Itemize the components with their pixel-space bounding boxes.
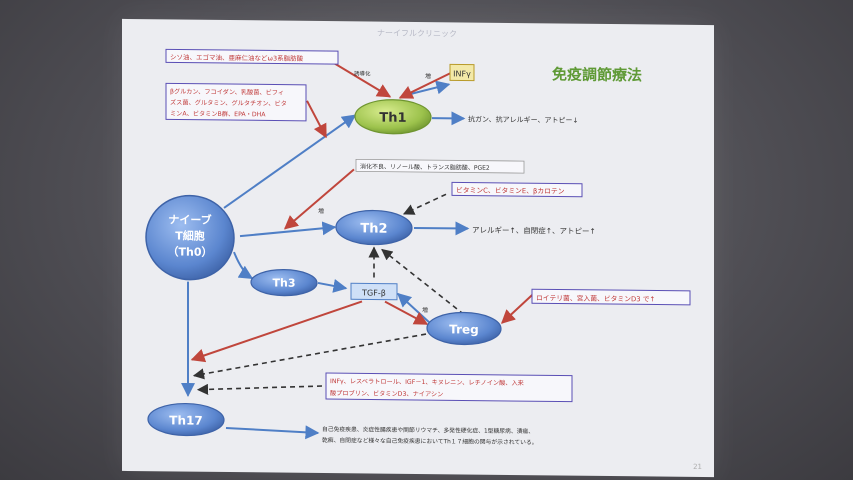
label-increase-2: 増 <box>318 207 324 215</box>
node-th0 <box>145 194 235 281</box>
arrow-th1-infg <box>406 80 451 96</box>
label-th1-effect: 抗ガン、抗アレルギー、アトピー↓ <box>468 115 578 125</box>
node-th1-label: Th1 <box>379 111 406 126</box>
arrow-th0-th2 <box>239 221 337 238</box>
label-increase-1: 増 <box>425 72 431 80</box>
label-increase-3: 増 <box>422 306 428 314</box>
box-glucan-line3: ミンA、ビタミンB群、EPA・DHA <box>170 109 266 118</box>
box-infg-list <box>325 372 573 403</box>
dashed-treg-th2 <box>381 248 465 316</box>
dashed-vitamins-th2 <box>402 193 447 215</box>
node-th2-label: Th2 <box>360 221 387 236</box>
node-infg-label: INFγ <box>453 69 471 78</box>
slide-header: ナーイフルクリニック <box>377 29 457 39</box>
box-glucan-line2: ズス菌、グルタミン、グルタチオン、ビタ <box>170 98 287 107</box>
node-th0-line2: T細胞 <box>175 228 205 242</box>
node-th1 <box>354 99 432 135</box>
node-th3-label: Th3 <box>273 276 296 289</box>
node-treg <box>426 311 502 346</box>
node-th0-line1: ナイーブ <box>168 212 211 226</box>
node-th17 <box>147 402 225 437</box>
arrow-th17-effect <box>225 425 320 440</box>
box-infg-list-line2: 酸プロブリン、ビタミンD3、ナイアシン <box>330 389 443 398</box>
node-infg <box>449 63 475 82</box>
arrow-th3-tgf <box>317 279 348 293</box>
box-reuteri-text: ロイテリ菌、宮入菌、ビタミンD3 で↑ <box>536 293 655 303</box>
arrow-infg-th1 <box>398 71 453 99</box>
node-treg-label: Treg <box>449 322 479 336</box>
label-th2-effect: アレルギー↑、自閉症↑、アトピー↑ <box>472 225 596 236</box>
arrow-th2-effect <box>414 221 470 236</box>
box-glucan-line1: βグルカン、フコイダン、乳酸菌、ビフィ <box>170 87 284 96</box>
dashed-treg-th17 <box>192 333 427 380</box>
slide-page-number: 21 <box>693 463 702 471</box>
label-th17-effect-line1: 自己免疫疾患、炎症性腸疾患や関節リウマチ、多発性硬化症、1型糖尿病、潰瘍、 <box>322 425 534 435</box>
node-th0-line3: （Th0） <box>168 245 213 258</box>
box-vitamins-text: ビタミンC、ビタミンE、βカロテン <box>456 185 565 195</box>
box-trans-fat-text: 消化不良、リノール酸、トランス脂肪酸、PGE2 <box>360 162 490 171</box>
projected-slide: ナーイフルクリニック 免疫調節療法 ナイーブ T細胞 （Th0） Th1 Th2… <box>122 18 714 478</box>
diagram-canvas: ナーイフルクリニック 免疫調節療法 ナイーブ T細胞 （Th0） Th1 Th2… <box>145 29 702 471</box>
node-th17-label: Th17 <box>169 413 202 427</box>
arrow-tgf-th17 <box>190 300 363 363</box>
box-vitamins <box>451 181 583 198</box>
label-small-th1: 誘導化 <box>354 69 371 77</box>
dashed-infg-list-th17 <box>196 383 323 395</box>
arrow-th0-th3 <box>233 251 254 280</box>
box-glucan <box>165 82 307 122</box>
box-reuteri <box>531 288 691 306</box>
box-trans-fat <box>355 158 525 174</box>
label-th17-effect-line2: 乾癬、自閉症など様々な自己免疫疾患においてTh１７細胞の関与が示されている。 <box>322 436 538 446</box>
node-tgf-beta <box>350 282 398 301</box>
box-omega3-oils-text: シソ油、エゴマ油、亜麻仁油などω3系脂肪酸 <box>170 52 304 62</box>
box-infg-list-line1: INFγ、レスベラトロール、IGF－1、キヌレニン、レチノイン酸、入来 <box>330 377 524 387</box>
slide-title: 免疫調節療法 <box>552 65 642 84</box>
arrow-th0-th1 <box>223 114 357 209</box>
arrow-reuteri-treg <box>500 292 535 324</box>
node-tgf-label: TGF-β <box>361 288 386 297</box>
node-th3 <box>250 268 318 297</box>
box-omega3-oils <box>165 48 339 65</box>
node-th2 <box>335 209 413 246</box>
arrow-tgf-treg <box>384 300 429 325</box>
arrow-trans-th2 <box>283 168 355 230</box>
arrow-glucan-th1 <box>306 100 327 139</box>
arrow-oils-th1 <box>333 62 392 98</box>
